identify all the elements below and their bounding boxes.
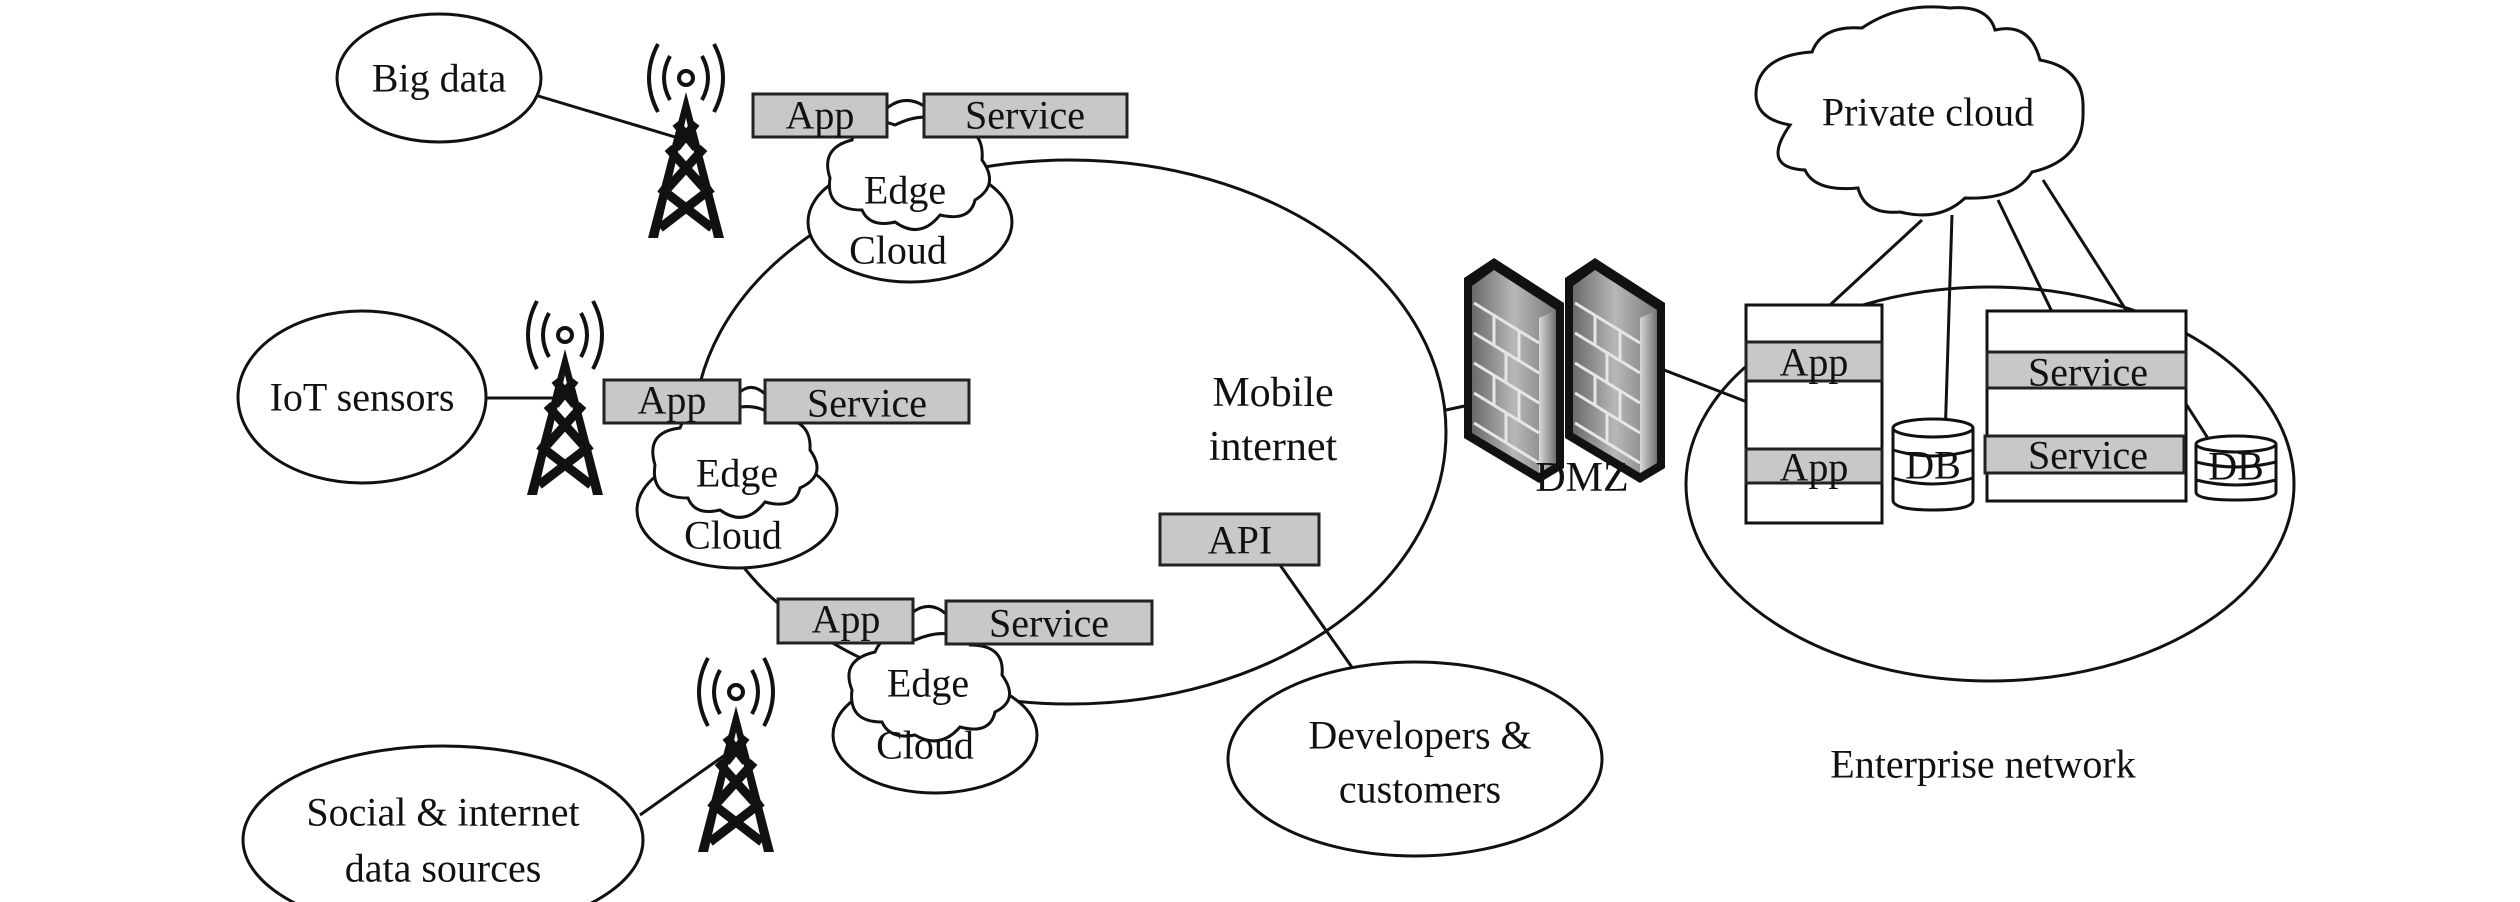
data-source-social[interactable]: Social & internet data sources — [241, 744, 645, 902]
cell-tower-icon — [698, 658, 774, 852]
app-label: App — [812, 597, 881, 642]
mobile-internet-label-line2: internet — [1209, 424, 1338, 470]
edge-cloud-label-line1: Edge — [864, 168, 946, 213]
cloud-icon — [806, 115, 1014, 284]
connector-bigdata-tower — [534, 93, 686, 142]
data-source-label-line2: data sources — [345, 846, 542, 891]
cloud-icon — [635, 405, 839, 570]
developers-label-line1: Developers & — [1308, 713, 1531, 758]
connectors — [486, 93, 2227, 817]
data-source-iot-sensors[interactable]: IoT sensors — [236, 309, 488, 485]
data-source-label-line1: Social & internet — [306, 790, 579, 835]
cloud-icon — [831, 632, 1039, 795]
app-box[interactable] — [1744, 447, 1884, 485]
firewall-icon — [1563, 256, 1667, 485]
db-label: DB — [2208, 444, 2264, 489]
connector-privatecloud-db-left — [1943, 214, 1954, 441]
cell-tower-icon — [648, 44, 724, 238]
private-cloud[interactable]: Private cloud — [1754, 5, 2085, 217]
edge-cloud-label-line1: Edge — [696, 451, 778, 496]
service-box[interactable] — [944, 599, 1154, 646]
developers-label-line2: customers — [1339, 767, 1501, 812]
app-label: App — [1780, 340, 1849, 385]
service-label: Service — [965, 93, 1085, 138]
mobile-internet-label-line1: Mobile — [1212, 370, 1333, 416]
edge-cloud-label-line2: Cloud — [684, 513, 782, 558]
connector-app2-service2 — [739, 386, 767, 396]
private-cloud-label: Private cloud — [1822, 90, 2034, 135]
db-label: DB — [1905, 443, 1961, 488]
service-label: Service — [807, 381, 927, 426]
firewall-icon — [1462, 256, 1566, 485]
connector-privatecloud-servicestack — [1996, 199, 2057, 319]
edge-node-2[interactable]: Edge Cloud App Service — [602, 378, 971, 570]
dmz[interactable]: DMZ — [1462, 256, 1667, 501]
data-source-label: Big data — [372, 56, 507, 101]
app-box[interactable] — [602, 378, 742, 425]
app-label: App — [638, 378, 707, 423]
app-box[interactable] — [1744, 340, 1884, 383]
developers-customers[interactable]: Developers & customers — [1226, 660, 1604, 858]
database-icon[interactable]: DB — [1891, 417, 1975, 512]
connector-social-tower — [639, 753, 726, 817]
enterprise-network-label: Enterprise network — [1830, 742, 2135, 787]
data-source-label: IoT sensors — [270, 375, 455, 420]
edge-node-3[interactable]: Edge Cloud App Service — [776, 597, 1154, 795]
service-box[interactable] — [1983, 434, 2186, 475]
edge-cloud-label-line1: Edge — [887, 661, 969, 706]
service-label: Service — [989, 601, 1109, 646]
connector-app1-service1 — [886, 99, 925, 110]
service-label: Service — [2028, 433, 2148, 478]
connector-app3-service3 — [912, 605, 947, 616]
enterprise-service-stack[interactable]: Service Service — [1983, 309, 2188, 503]
enterprise-app-stack[interactable]: App App — [1744, 303, 1884, 525]
service-label: Service — [2028, 350, 2148, 395]
edge-cloud-label-line2: Cloud — [849, 228, 947, 273]
connector-privatecloud-appstack — [1828, 218, 1924, 307]
dmz-label: DMZ — [1535, 455, 1628, 501]
cloud-icon — [1754, 5, 2085, 217]
data-source-big-data[interactable]: Big data — [335, 12, 543, 144]
service-box[interactable] — [763, 378, 971, 425]
enterprise-network-boundary — [1684, 285, 2296, 683]
database-icon[interactable]: DB — [2194, 434, 2278, 502]
api-box[interactable]: API — [1158, 512, 1321, 567]
api-label: API — [1208, 518, 1272, 563]
app-box[interactable] — [751, 92, 889, 139]
app-label: App — [786, 93, 855, 138]
service-box[interactable] — [1985, 350, 2188, 390]
app-label: App — [1780, 445, 1849, 490]
app-box[interactable] — [776, 597, 915, 645]
edge-node-1[interactable]: Edge Cloud App Service — [751, 92, 1129, 284]
edge-cloud-label-line2: Cloud — [876, 723, 974, 768]
service-box[interactable] — [922, 92, 1129, 139]
